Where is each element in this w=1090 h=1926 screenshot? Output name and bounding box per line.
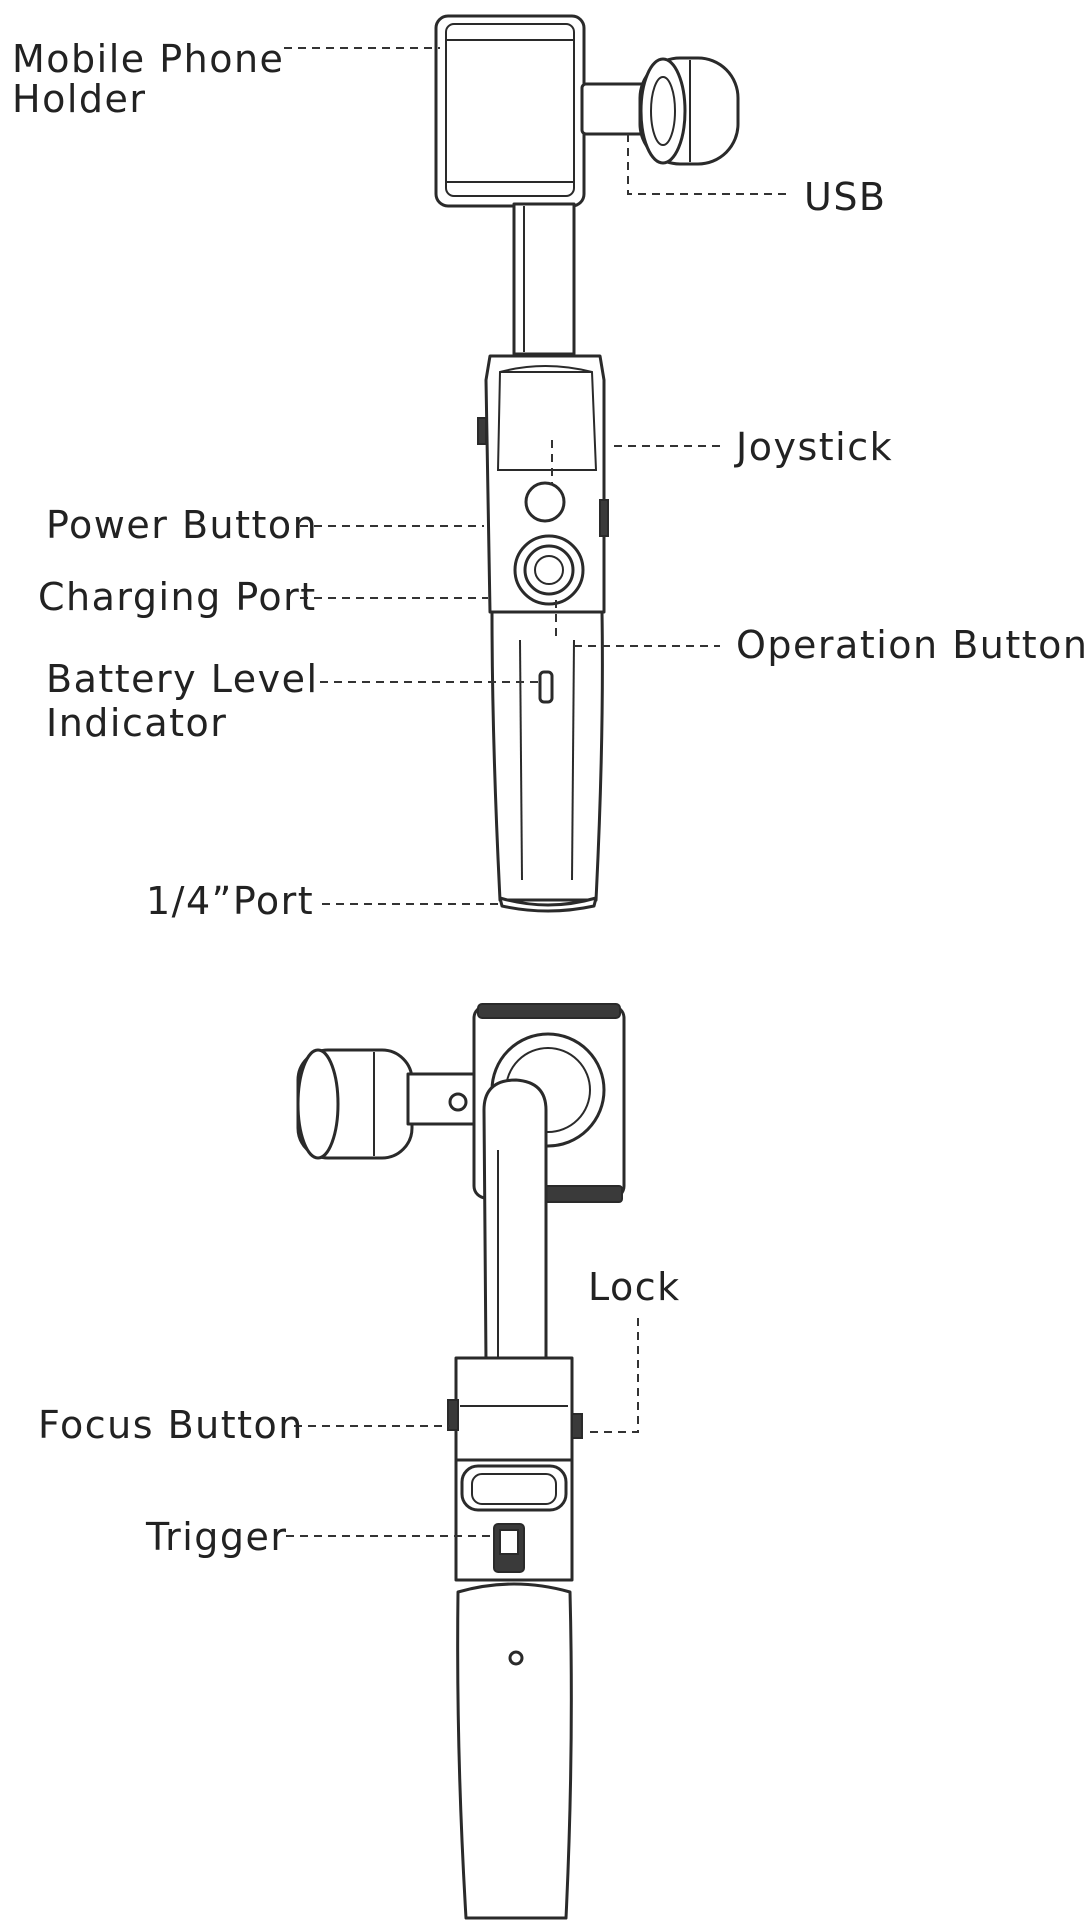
label-battery-line2: Indicator (46, 701, 227, 745)
back-handle-head-shape (447, 1356, 583, 1462)
handle-body-shape (490, 610, 604, 913)
label-lock: Lock (588, 1265, 681, 1309)
label-charging-port: Charging Port (38, 575, 317, 619)
label-quarter-port: 1/4”Port (146, 879, 314, 923)
label-focus-button: Focus Button (38, 1403, 304, 1447)
gimbal-back-view (296, 1003, 626, 1920)
leader-lines (284, 47, 790, 1537)
labels: Mobile Phone Holder USB Joystick Power B… (12, 37, 1090, 1559)
phone-holder-shape (434, 14, 586, 208)
label-battery-line1: Battery Level (46, 657, 319, 701)
label-operation-buttons: Operation Buttons (736, 623, 1090, 667)
label-power-button: Power Button (46, 503, 318, 547)
label-joystick: Joystick (734, 425, 893, 469)
label-phone-holder-line2: Holder (12, 77, 147, 121)
side-motor-shape (296, 1048, 476, 1160)
trigger-section-shape (454, 1458, 574, 1582)
gimbal-front-view (434, 14, 740, 913)
back-handle-body-shape (456, 1582, 573, 1920)
usb-motor-shape (638, 56, 740, 166)
label-phone-holder-line1: Mobile Phone (12, 37, 284, 81)
handle-head-shape (477, 354, 609, 614)
label-usb: USB (804, 175, 887, 219)
label-trigger: Trigger (145, 1515, 288, 1559)
